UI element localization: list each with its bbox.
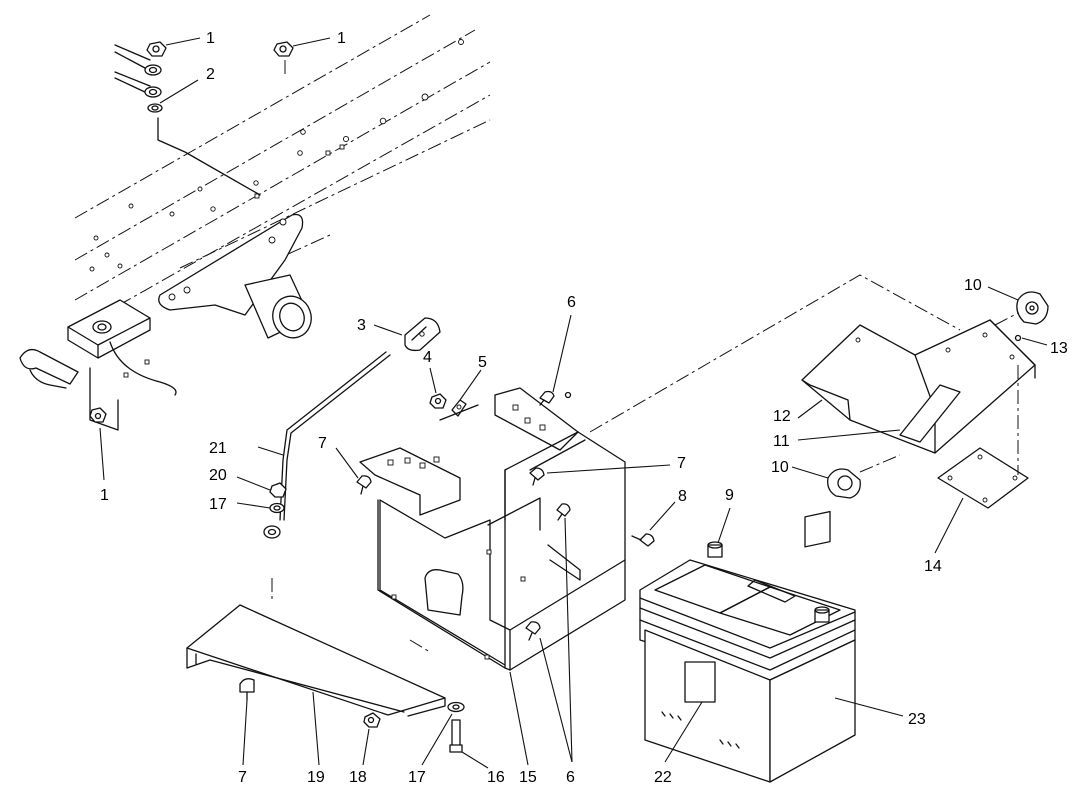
callout-8: 8 (678, 488, 687, 505)
battery-cover (409, 274, 1049, 653)
callout-3: 3 (357, 317, 366, 334)
callout-16: 16 (487, 769, 505, 786)
callout-1c: 1 (100, 487, 109, 504)
callout-15: 15 (519, 769, 537, 786)
angle-support (186, 604, 446, 717)
callout-4: 4 (423, 349, 432, 366)
callout-1a: 1 (206, 30, 215, 47)
callout-9: 9 (725, 487, 734, 504)
callout-10b: 10 (771, 459, 789, 476)
steering-bracket (19, 213, 312, 431)
callout-20: 20 (209, 467, 227, 484)
callout-7c: 7 (238, 769, 247, 786)
callout-18: 18 (349, 769, 367, 786)
callout-7b: 7 (677, 455, 686, 472)
callout-2: 2 (206, 66, 215, 83)
callout-labels: 1 1 1 2 3 4 5 6 6 7 7 7 8 9 10 10 11 12 … (100, 30, 1068, 786)
clip-bracket (404, 317, 441, 352)
callout-12: 12 (773, 408, 791, 425)
callout-19: 19 (307, 769, 325, 786)
callout-14: 14 (924, 558, 942, 575)
bolts-and-screws (239, 390, 655, 701)
lower-hardware (363, 701, 465, 753)
nut-and-clamp (429, 393, 479, 421)
callout-11: 11 (773, 433, 790, 450)
callout-10a: 10 (964, 277, 982, 294)
callout-22: 22 (654, 769, 672, 786)
callout-6a: 6 (567, 294, 576, 311)
leader-lines (99, 37, 1048, 769)
callout-17a: 17 (209, 496, 227, 513)
callout-23: 23 (908, 711, 926, 728)
battery-tray (359, 387, 626, 671)
battery-cable-ends (89, 41, 294, 423)
frame-rail (74, 14, 491, 331)
callout-5: 5 (478, 354, 487, 371)
battery (639, 510, 856, 783)
hold-down-rod (263, 351, 391, 600)
callout-13: 13 (1050, 340, 1068, 357)
callout-21: 21 (209, 440, 227, 457)
callout-6b: 6 (566, 769, 575, 786)
callout-17b: 17 (408, 769, 426, 786)
callout-7a: 7 (318, 435, 327, 452)
callout-1b: 1 (337, 30, 346, 47)
